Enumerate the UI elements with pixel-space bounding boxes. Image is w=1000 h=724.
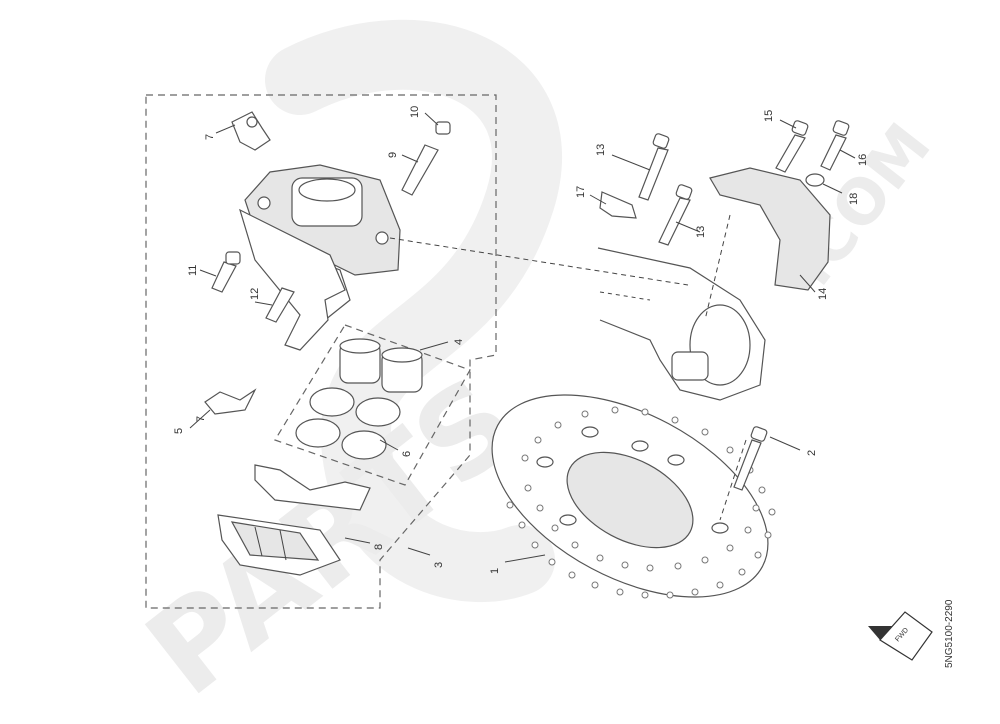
bleed-valve-cap	[435, 121, 451, 135]
callout-9: 9	[387, 152, 399, 158]
washer	[805, 173, 825, 187]
front-fork-leg	[597, 247, 766, 401]
callout-13-upper: 13	[595, 144, 607, 156]
front-direction-arrow: FWD	[868, 611, 933, 661]
diagram-code: 5NG5100-2290	[944, 599, 955, 668]
callout-12: 12	[249, 288, 261, 300]
callout-18: 18	[848, 193, 860, 205]
callout-7-upper: 7	[204, 134, 216, 140]
hose-guide	[599, 191, 637, 219]
cover-bolt	[775, 120, 809, 173]
callout-17: 17	[575, 186, 587, 198]
piston	[339, 338, 423, 393]
callout-1: 1	[489, 568, 501, 574]
callout-3: 3	[433, 562, 445, 568]
axle-holder-bolt	[638, 133, 693, 246]
piston-seal	[295, 387, 401, 460]
bleed-screw	[401, 144, 439, 196]
callout-6: 6	[401, 451, 413, 457]
clip-bolt	[231, 111, 271, 151]
callout-8: 8	[373, 544, 385, 550]
disc-cover	[709, 167, 831, 291]
callout-13-lower: 13	[695, 226, 707, 238]
cover-screw	[820, 120, 850, 171]
callout-16: 16	[857, 154, 869, 166]
pad-pin	[265, 287, 295, 323]
brake-pad-lower	[217, 514, 341, 576]
callout-labels: 1 2 3 4 5 6 7 7 8 9 10 11 12 13 13 14 15…	[173, 106, 869, 574]
pad-spring-clip	[204, 388, 257, 415]
callout-5: 5	[173, 428, 185, 434]
callout-11: 11	[187, 265, 199, 276]
watermark: PARTS .COM	[122, 19, 945, 723]
brake-pad-upper	[254, 464, 371, 511]
caliper-bolt	[211, 251, 241, 293]
leader-lines	[189, 112, 856, 563]
callout-15: 15	[763, 110, 775, 122]
caliper-bracket	[239, 208, 346, 351]
callout-4: 4	[453, 339, 465, 345]
callout-2: 2	[806, 450, 818, 456]
callout-14: 14	[817, 288, 829, 300]
piston-group-outline	[274, 324, 471, 486]
brake-disc	[491, 394, 776, 599]
callout-7-lower: 7	[195, 416, 207, 422]
callout-10: 10	[409, 106, 421, 118]
disc-bolt	[733, 426, 768, 491]
caliper-assembly-outline	[145, 94, 497, 609]
